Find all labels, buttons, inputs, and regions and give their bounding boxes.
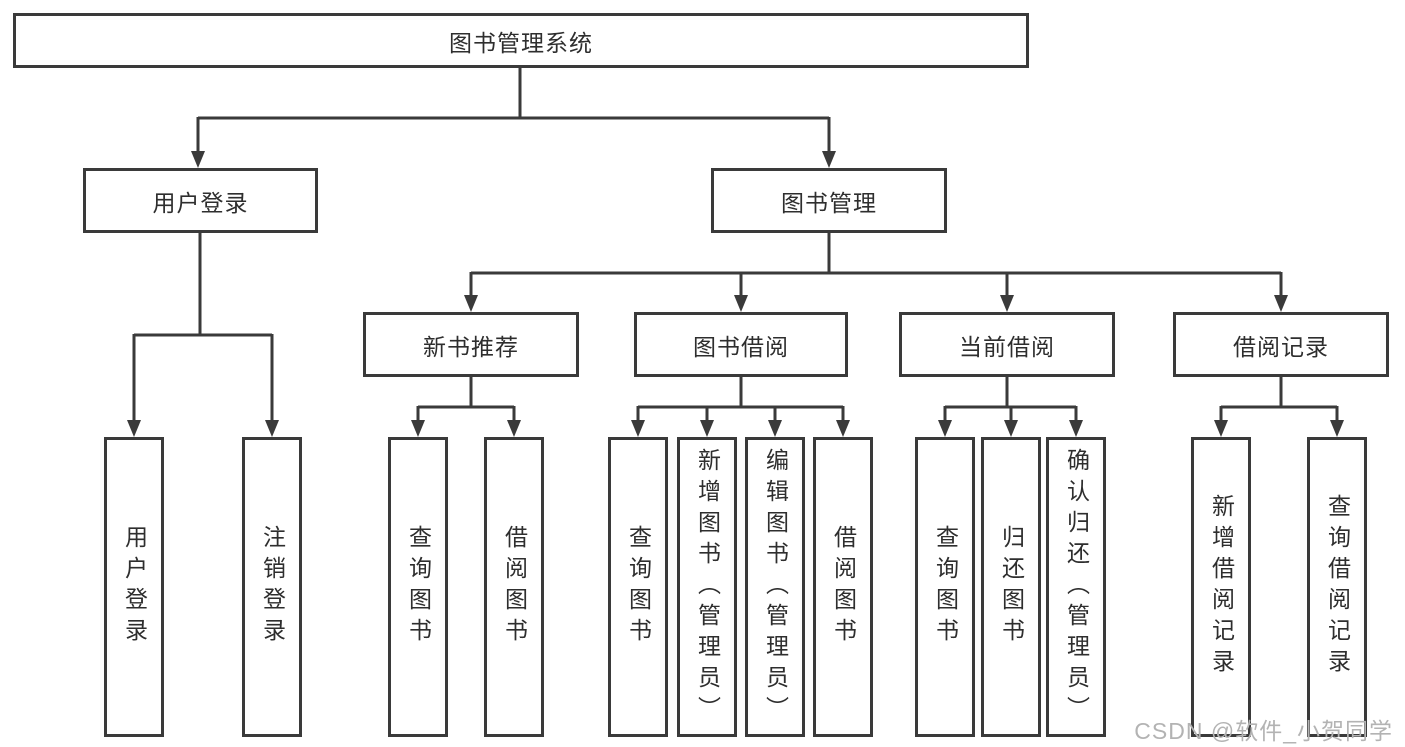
node-root-system: 图书管理系统 [13, 13, 1029, 68]
arrow-down-icon [768, 420, 782, 437]
arrow-down-icon [507, 420, 521, 437]
leaf-borrowing-edit-books-admin: 编辑图书（管理员） [745, 437, 805, 737]
node-label: 注销登录 [259, 525, 286, 649]
node-label: 新书推荐 [423, 333, 519, 360]
node-label: 查询图书 [625, 525, 652, 649]
leaf-current-confirm-return-admin: 确认归还（管理员） [1046, 437, 1106, 737]
connector-root-to-level2 [196, 68, 831, 154]
arrow-down-icon [631, 420, 645, 437]
arrow-down-icon [938, 420, 952, 437]
arrow-down-icon [700, 420, 714, 437]
node-book-management: 图书管理 [711, 168, 947, 233]
arrow-down-icon [127, 420, 141, 437]
arrow-down-icon [1274, 295, 1288, 312]
connector-borrow-to-leaves [636, 377, 845, 423]
node-label: 借阅图书 [830, 525, 857, 649]
leaf-borrowing-query-books: 查询图书 [608, 437, 668, 737]
connector-current-to-leaves [943, 377, 1078, 423]
arrow-down-icon [822, 151, 836, 168]
node-label: 查询图书 [405, 525, 432, 649]
leaf-user-login: 用户登录 [104, 437, 164, 737]
arrow-down-icon [191, 151, 205, 168]
csdn-watermark: CSDN @软件_小贺同学 [1134, 718, 1393, 744]
node-label: 借阅记录 [1233, 333, 1329, 360]
arrow-down-icon [411, 420, 425, 437]
node-label: 查询图书 [932, 525, 959, 649]
arrow-down-icon [265, 420, 279, 437]
arrow-down-icon [1214, 420, 1228, 437]
node-label: 图书借阅 [693, 333, 789, 360]
node-label: 用户登录 [152, 189, 249, 216]
arrowhead-icons [127, 151, 1344, 437]
node-label: 图书管理 [781, 189, 877, 216]
connector-newrec-to-leaves [416, 377, 516, 423]
node-label: 借阅图书 [501, 525, 528, 649]
node-label: 查询借阅记录 [1324, 494, 1351, 680]
leaf-records-query-record: 查询借阅记录 [1307, 437, 1367, 737]
node-borrowing-records: 借阅记录 [1173, 312, 1389, 377]
arrow-down-icon [1000, 295, 1014, 312]
leaf-current-return-books: 归还图书 [981, 437, 1041, 737]
node-label: 归还图书 [998, 525, 1025, 649]
leaf-logout: 注销登录 [242, 437, 302, 737]
arrow-down-icon [1004, 420, 1018, 437]
node-label: 确认归还（管理员） [1063, 447, 1090, 727]
node-new-book-recommend: 新书推荐 [363, 312, 579, 377]
arrow-down-icon [464, 295, 478, 312]
connector-bookmgmt-to-level3 [469, 233, 1283, 298]
arrow-down-icon [836, 420, 850, 437]
arrow-down-icon [1330, 420, 1344, 437]
node-label: 用户登录 [121, 525, 148, 649]
leaf-borrowing-borrow-books: 借阅图书 [813, 437, 873, 737]
node-label: 当前借阅 [959, 333, 1055, 360]
leaf-current-query-books: 查询图书 [915, 437, 975, 737]
node-label: 图书管理系统 [449, 29, 593, 56]
connector-records-to-leaves [1219, 377, 1339, 423]
node-book-borrowing: 图书借阅 [634, 312, 848, 377]
leaf-records-add-record: 新增借阅记录 [1191, 437, 1251, 737]
connector-userlogin-to-leaves [132, 233, 274, 423]
node-user-login-group: 用户登录 [83, 168, 318, 233]
node-label: 新增图书（管理员） [694, 447, 721, 727]
leaf-newrec-query-books: 查询图书 [388, 437, 448, 737]
arrow-down-icon [734, 295, 748, 312]
leaf-borrowing-add-books-admin: 新增图书（管理员） [677, 437, 737, 737]
node-label: 编辑图书（管理员） [762, 447, 789, 727]
node-label: 新增借阅记录 [1208, 494, 1235, 680]
node-current-borrowing: 当前借阅 [899, 312, 1115, 377]
arrow-down-icon [1069, 420, 1083, 437]
leaf-newrec-borrow-books: 借阅图书 [484, 437, 544, 737]
